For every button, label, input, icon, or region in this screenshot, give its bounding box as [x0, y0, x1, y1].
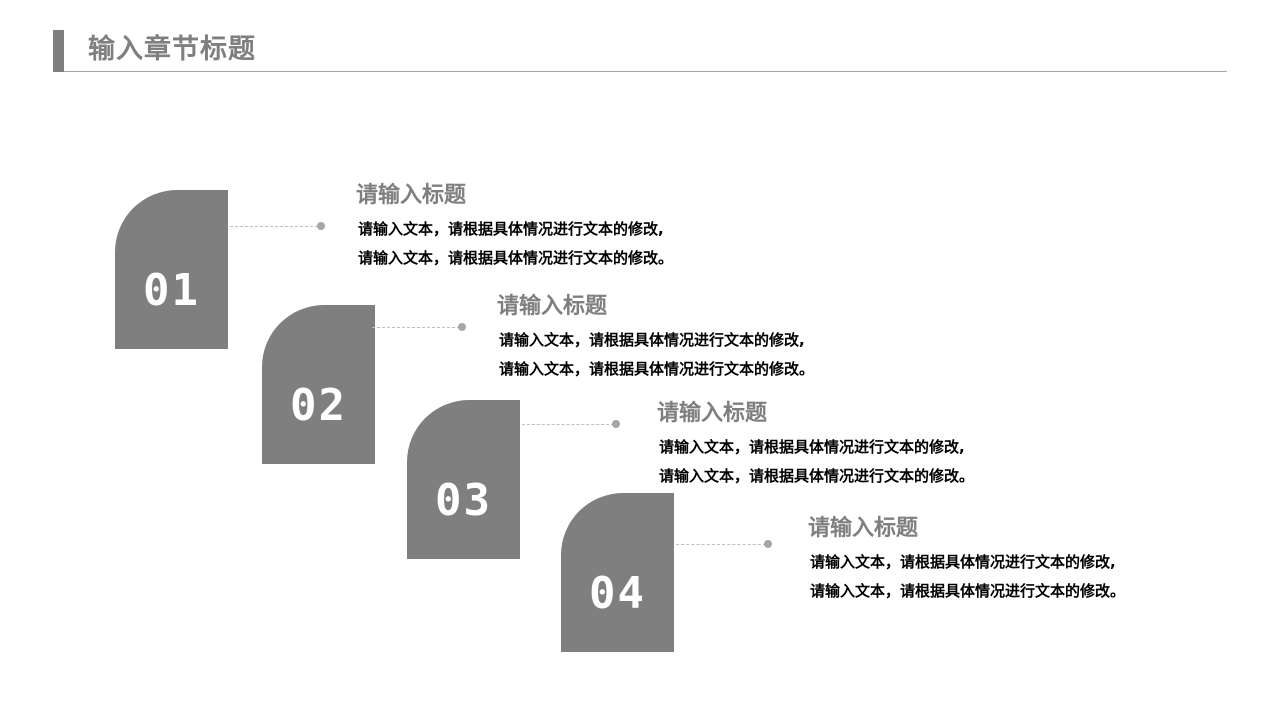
step-3-title: 请输入标题	[657, 401, 768, 426]
step-1-number: 01	[143, 265, 200, 316]
step-4-number-block: 04	[561, 493, 674, 652]
step-2-number-block: 02	[262, 305, 375, 464]
step-2-connector	[372, 327, 460, 328]
step-1-text-line-1: 请输入文本，请根据具体情况进行文本的修改,	[358, 220, 664, 238]
step-4-title: 请输入标题	[808, 516, 919, 541]
step-2-number: 02	[290, 380, 347, 431]
step-3-text-line-2: 请输入文本，请根据具体情况进行文本的修改。	[659, 467, 975, 485]
step-4-number: 04	[589, 568, 646, 619]
step-2-dot	[458, 323, 466, 331]
header-accent-bar	[53, 30, 64, 72]
section-title: 输入章节标题	[88, 34, 256, 65]
step-2-title: 请输入标题	[497, 294, 608, 319]
header-divider	[64, 71, 1227, 72]
step-4-text-line-1: 请输入文本，请根据具体情况进行文本的修改,	[810, 553, 1116, 571]
step-3-connector	[522, 424, 614, 425]
step-2-text-line-2: 请输入文本，请根据具体情况进行文本的修改。	[499, 360, 815, 378]
step-3-dot	[612, 420, 620, 428]
step-3-number: 03	[435, 475, 492, 526]
step-4-dot	[764, 540, 772, 548]
step-3-number-block: 03	[407, 400, 520, 559]
step-1-connector	[230, 226, 318, 227]
step-3-text-line-1: 请输入文本，请根据具体情况进行文本的修改,	[659, 438, 965, 456]
step-4-connector	[676, 544, 766, 545]
step-1-text-line-2: 请输入文本，请根据具体情况进行文本的修改。	[358, 249, 674, 267]
step-1-title: 请输入标题	[356, 183, 467, 208]
step-4-text-line-2: 请输入文本，请根据具体情况进行文本的修改。	[810, 582, 1126, 600]
step-1-number-block: 01	[115, 190, 228, 349]
step-1-dot	[317, 222, 325, 230]
step-2-text-line-1: 请输入文本，请根据具体情况进行文本的修改,	[499, 331, 805, 349]
